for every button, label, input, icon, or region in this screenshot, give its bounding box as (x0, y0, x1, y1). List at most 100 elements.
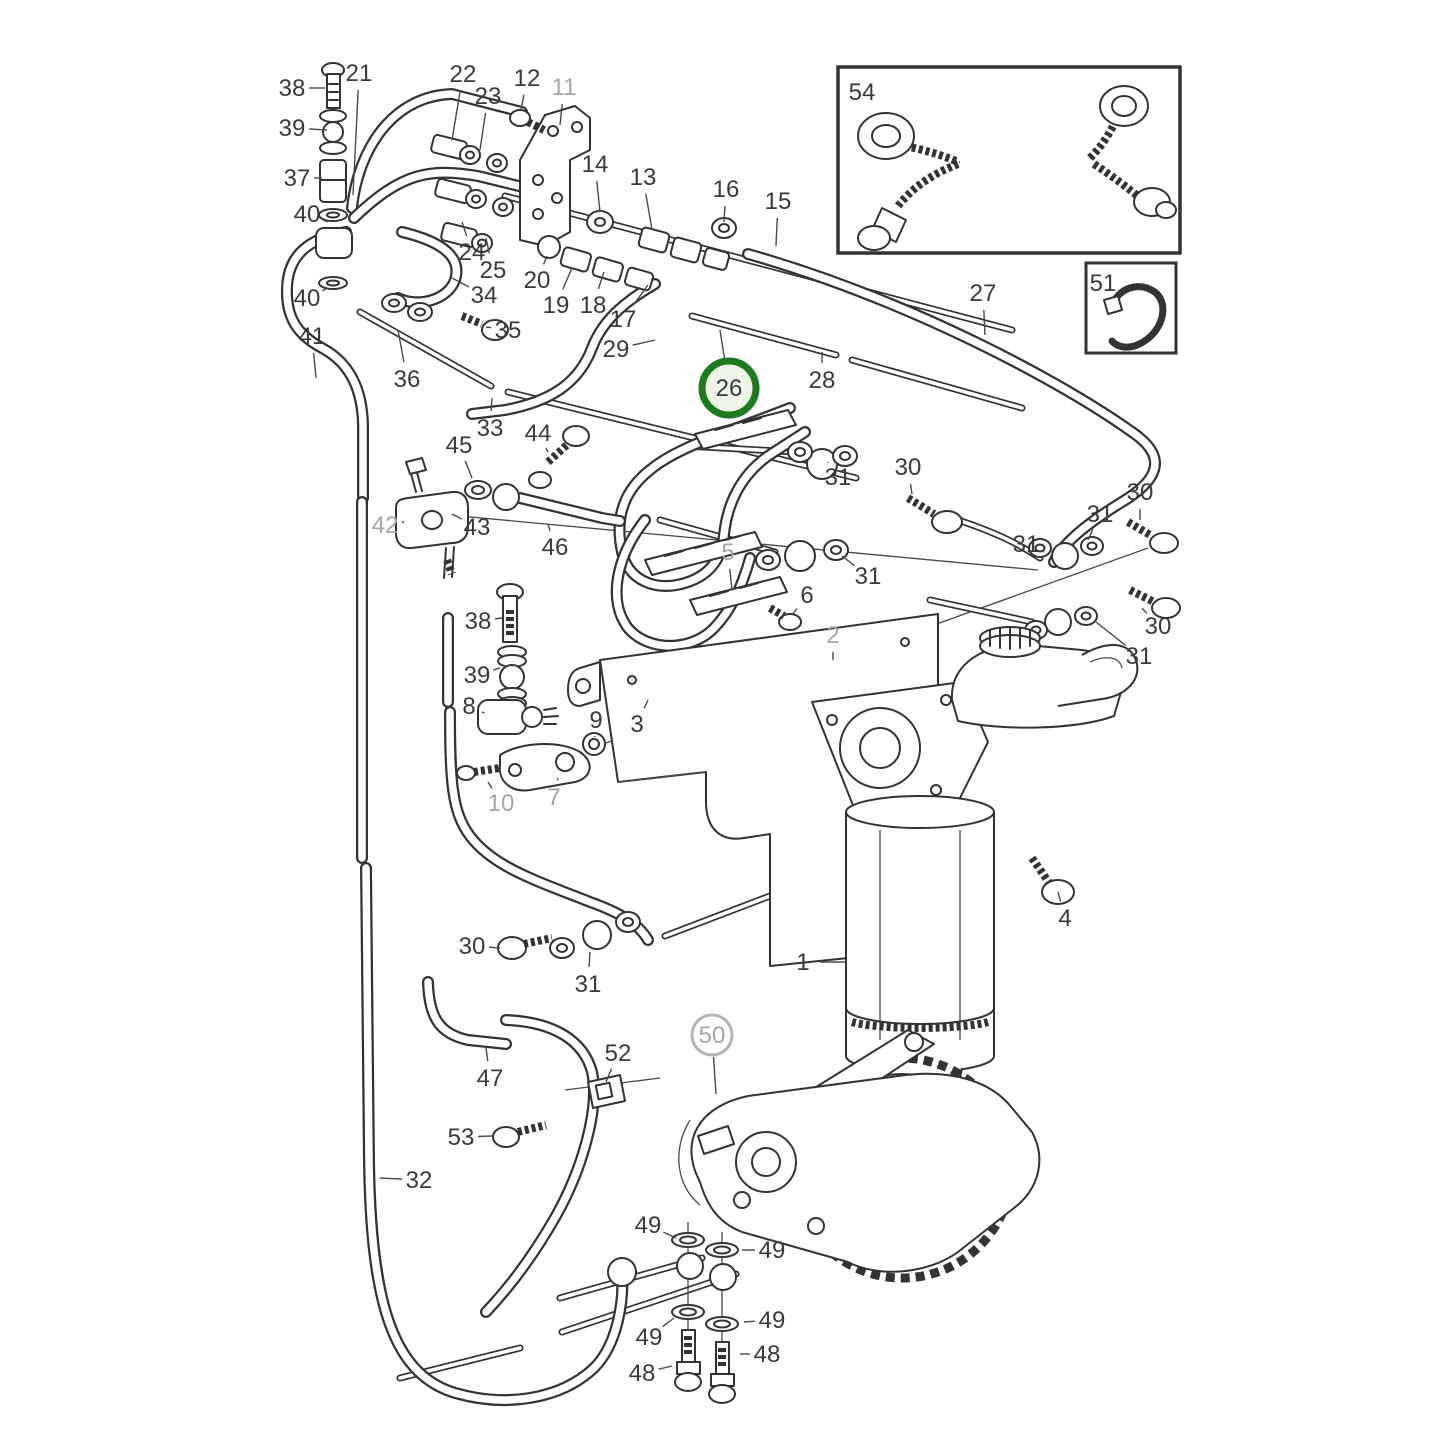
highlighted-part-circle (698, 357, 760, 419)
leader-line (542, 255, 548, 265)
part-label-35-22: 35 (495, 317, 522, 344)
part-label-16-13: 16 (713, 176, 740, 203)
part-label-1-53: 1 (796, 949, 809, 976)
leader-line (461, 221, 468, 237)
leader-line (322, 287, 329, 292)
part-label-32-59: 32 (406, 1167, 433, 1194)
leader-line (1095, 621, 1127, 647)
part-label-23-8: 23 (475, 83, 502, 110)
leader-line (1041, 550, 1045, 553)
leader-line (729, 568, 733, 591)
leader-line (322, 219, 329, 223)
part-label-43-32: 43 (464, 514, 491, 541)
leader-line (397, 329, 405, 363)
part-label-53-58: 53 (448, 1124, 475, 1151)
part-label-38-44: 38 (465, 608, 492, 635)
part-label-31-38: 31 (1087, 501, 1114, 528)
leader-line (308, 128, 328, 131)
part-label-33-28: 33 (477, 415, 504, 442)
leader-line (909, 483, 913, 495)
leader-line (632, 339, 656, 346)
leader-line (791, 608, 798, 616)
part-label-39-45: 39 (464, 662, 491, 689)
part-label-24-15: 24 (459, 239, 486, 266)
part-label-49-62: 49 (759, 1237, 786, 1264)
leader-line (596, 180, 601, 213)
banjo-washer-clusters (497, 441, 1181, 960)
leader-line (488, 946, 501, 949)
part-label-20-17: 20 (524, 267, 551, 294)
reference-part-circle (690, 1013, 734, 1057)
leader-line (597, 271, 605, 290)
part-label-21-1: 21 (346, 60, 373, 87)
part-label-27-25: 27 (970, 280, 997, 307)
part-label-30-35: 30 (895, 454, 922, 481)
leader-line (312, 352, 317, 379)
leader-line (827, 461, 830, 464)
part-label-49-61: 49 (635, 1212, 662, 1239)
leader-line (451, 513, 463, 520)
part-label-9-47: 9 (589, 707, 602, 734)
leader-line (719, 329, 726, 360)
fitting-cluster-top-left (315, 62, 591, 290)
leader-line (605, 1068, 613, 1083)
leader-line (493, 667, 501, 671)
leader-line (352, 89, 359, 196)
hose-end-fittings (430, 134, 514, 253)
part-label-45-30: 45 (446, 432, 473, 459)
center-hardware-column (456, 583, 714, 792)
leader-line (487, 781, 493, 789)
part-label-52-57: 52 (605, 1040, 632, 1067)
part-label-31-39: 31 (1013, 531, 1040, 558)
part-label-41-6: 41 (299, 323, 326, 350)
leader-line (464, 460, 473, 479)
part-label-7-51: 7 (547, 784, 560, 811)
part-label-40-5: 40 (294, 285, 321, 312)
part-label-48-66: 48 (754, 1341, 781, 1368)
hose-clamp-52 (492, 1074, 626, 1148)
part-label-49-64: 49 (636, 1324, 663, 1351)
part-label-31-41: 31 (1126, 643, 1153, 670)
bottom-banjo-hardware (607, 1222, 739, 1404)
part-label-40-4: 40 (294, 201, 321, 228)
part-label-36-24: 36 (394, 366, 421, 393)
leader-line (490, 397, 493, 412)
leader-line (712, 1056, 717, 1095)
tee-fitting-42 (381, 293, 590, 579)
leader-line (775, 217, 778, 247)
part-label-48-65: 48 (629, 1360, 656, 1387)
part-label-30-37: 30 (1127, 479, 1154, 506)
leader-line (520, 94, 525, 111)
leader-line (645, 193, 653, 231)
part-label-6-43: 6 (800, 582, 813, 609)
part-label-18-19: 18 (580, 292, 607, 319)
part-label-5-42: 5 (721, 539, 734, 566)
part-label-28-26: 28 (809, 367, 836, 394)
leader-line (663, 1231, 677, 1239)
part-label-4-52: 4 (1058, 905, 1071, 932)
part-label-10-50: 10 (488, 790, 515, 817)
fitting-chain-top (537, 210, 737, 292)
part-label-54-67: 54 (849, 79, 876, 106)
leader-line (479, 112, 487, 151)
part-label-30-40: 30 (1145, 613, 1172, 640)
part-label-17-20: 17 (610, 306, 637, 333)
leader-line (632, 284, 649, 306)
part-label-26-27: 26 (716, 375, 743, 402)
part-label-14-11: 14 (582, 151, 609, 178)
leader-line (481, 711, 485, 714)
leader-line (723, 205, 726, 223)
part-label-11-10: 11 (552, 74, 577, 101)
leader-line (451, 277, 470, 288)
leader-line (494, 617, 503, 620)
tube-mounting-rails (644, 409, 797, 616)
leader-line (451, 90, 461, 141)
leader-line (379, 1177, 403, 1180)
leader-line (658, 1365, 673, 1370)
leader-line (743, 1320, 756, 1323)
leader-line (841, 555, 855, 567)
leader-line (485, 237, 491, 254)
